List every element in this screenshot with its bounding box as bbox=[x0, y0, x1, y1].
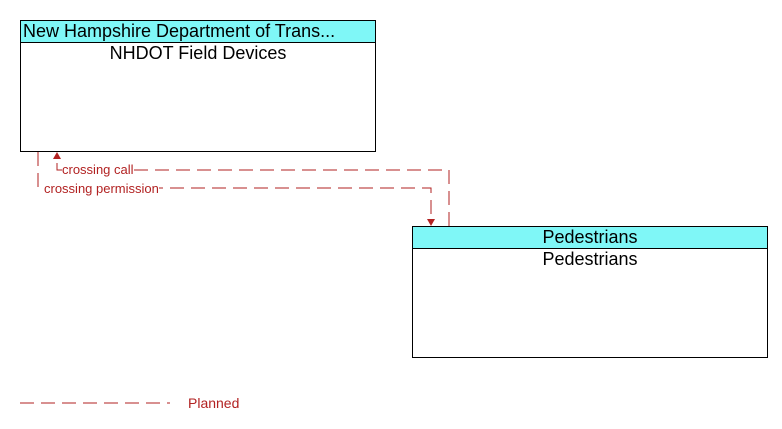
crossing-call-arrowhead bbox=[53, 152, 61, 159]
pedestrians-node[interactable]: Pedestrians Pedestrians bbox=[412, 226, 768, 358]
legend-planned-label: Planned bbox=[188, 395, 240, 411]
crossing-permission-line bbox=[37, 152, 432, 219]
pedestrians-node-name: Pedestrians bbox=[542, 249, 638, 269]
nhdot-node-name: NHDOT Field Devices bbox=[109, 43, 287, 63]
crossing-permission-label: crossing permission bbox=[44, 181, 159, 196]
crossing-permission-arrowhead bbox=[427, 219, 435, 226]
nhdot-field-devices-node[interactable]: New Hampshire Department of Trans... NHD… bbox=[20, 20, 376, 152]
crossing-call-label: crossing call bbox=[62, 162, 134, 177]
pedestrians-node-header: Pedestrians bbox=[413, 227, 767, 249]
crossing-call-line bbox=[56, 158, 450, 226]
nhdot-node-header: New Hampshire Department of Trans... bbox=[21, 21, 375, 43]
